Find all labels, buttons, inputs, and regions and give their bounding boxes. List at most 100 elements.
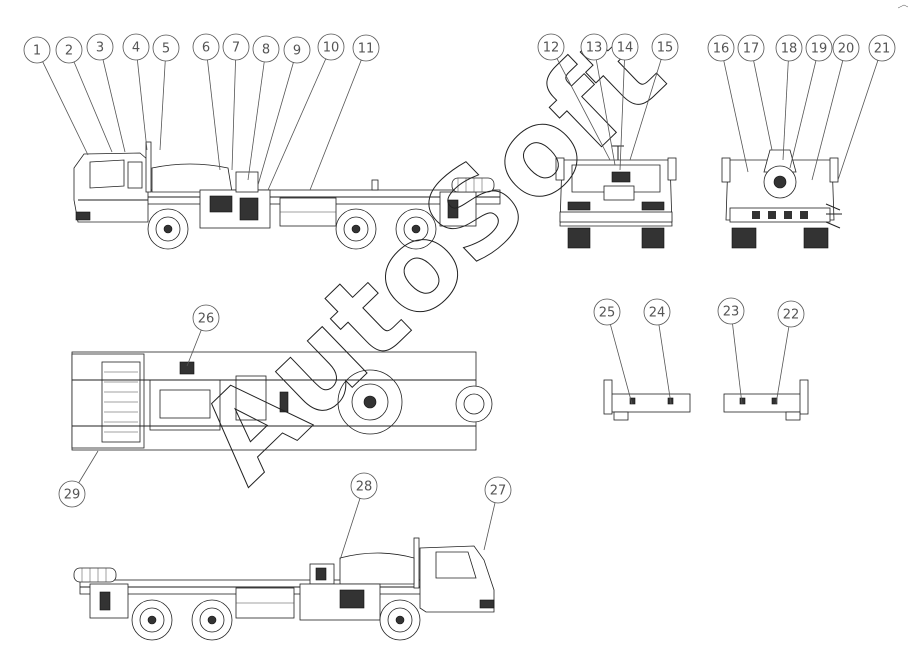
callout-6: 6 [192,33,221,171]
callout-circle [651,33,679,61]
callout-circle [707,34,735,62]
callout-number: 14 [617,41,634,56]
callout-number: 2 [65,44,73,59]
callout-26: 26 [186,304,220,367]
callout-circle [593,298,621,326]
callout-14: 14 [611,33,639,171]
callout-28: 28 [339,472,378,561]
callout-number: 29 [64,488,81,503]
leader-line [207,59,221,171]
leader-line [136,59,148,151]
leader-line [658,324,672,405]
leader-line [42,61,89,156]
callout-number: 7 [232,41,240,56]
leader-line [231,59,236,171]
callout-number: 10 [323,41,340,56]
callout-4: 4 [122,33,150,151]
callout-circle [352,34,380,62]
callout-number: 26 [198,312,215,327]
callout-number: 21 [874,42,891,57]
callout-circle [868,34,896,62]
callout-12: 12 [537,33,611,161]
callout-10: 10 [267,33,345,191]
callout-circle [86,33,114,61]
callout-2: 2 [55,36,113,153]
callout-15: 15 [629,33,679,161]
callout-circle [350,472,378,500]
side-view-right [73,537,495,641]
callout-number: 25 [599,306,616,321]
callout-number: 24 [649,306,666,321]
leader-line [247,61,265,181]
top-view [71,351,493,451]
callout-number: 11 [358,42,375,57]
leader-line [257,62,294,186]
callout-circle [643,298,671,326]
callout-circle [152,34,180,62]
callout-19: 19 [789,34,833,169]
callout-circle [192,304,220,332]
callout-circle [55,36,83,64]
outrigger-left [603,379,691,421]
callout-18: 18 [775,34,803,161]
callout-circle [537,33,565,61]
callout-circle [23,36,51,64]
callout-number: 23 [723,305,740,320]
callout-number: 20 [838,42,855,57]
callout-21: 21 [837,34,896,181]
leader-line [775,326,790,405]
callout-circle [775,34,803,62]
callout-number: 16 [713,42,730,57]
callout-number: 3 [96,41,104,56]
callout-number: 18 [781,42,798,57]
leader-line [556,58,611,161]
callout-9: 9 [257,36,311,186]
callout-circle [58,480,86,508]
callout-20: 20 [811,34,860,181]
rear-view [721,149,842,249]
leader-line [811,60,844,181]
callout-number: 4 [132,41,140,56]
callout-circle [580,33,608,61]
callout-circle [252,35,280,63]
leader-line [159,60,166,151]
callout-8: 8 [247,35,280,181]
callout-number: 28 [356,480,373,495]
callout-number: 6 [202,41,210,56]
callout-24: 24 [643,298,672,405]
leader-line [483,502,496,551]
leader-line [610,324,633,405]
callout-circle [122,33,150,61]
leader-line [782,60,789,161]
leader-line [753,60,773,151]
callout-number: 5 [162,42,170,57]
outrigger-right [723,379,809,421]
callout-17: 17 [737,34,773,151]
leader-line [629,59,662,161]
leader-line [723,60,749,173]
leader-line [73,61,113,153]
callout-13: 13 [580,33,616,166]
callout-circle [805,34,833,62]
callout-number: 22 [783,308,800,323]
callout-number: 13 [586,41,603,56]
front-view [555,145,677,249]
leader-line [186,329,202,367]
callout-number: 17 [743,42,760,57]
callout-number: 12 [543,41,560,56]
leader-line [619,59,625,171]
leader-line [837,60,879,181]
callout-circle [192,33,220,61]
callout-number: 15 [657,41,674,56]
callout-circle [717,297,745,325]
callout-number: 8 [262,43,270,58]
callout-number: 19 [811,42,828,57]
callout-23: 23 [717,297,745,405]
leader-line [78,450,99,484]
callout-number: 9 [293,44,301,59]
callout-29: 29 [58,450,99,508]
callout-1: 1 [23,36,89,156]
callout-22: 22 [775,300,805,405]
callout-number: 1 [33,44,41,59]
